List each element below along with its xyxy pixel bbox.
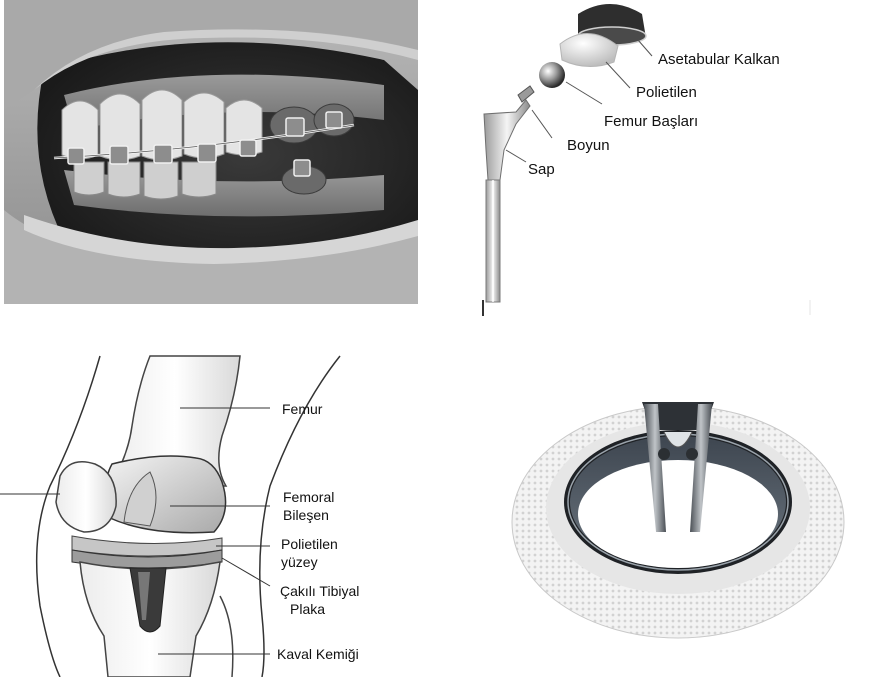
label-tibial-plate-1: Çakılı Tibiyal: [280, 582, 359, 600]
dental-braces-photo: [4, 0, 418, 304]
label-acetabular-shell: Asetabular Kalkan: [658, 51, 780, 69]
label-polyethylene-liner: Polietilen: [636, 84, 697, 102]
label-femoral-component-2: Bileşen: [283, 506, 329, 524]
label-tibia: Kaval Kemiği: [277, 645, 359, 663]
label-polyethylene-surface-2: yüzey: [281, 553, 318, 571]
label-polyethylene-surface-1: Polietilen: [281, 535, 338, 553]
heart-valve-photo: [478, 372, 878, 672]
label-tibial-plate-2: Plaka: [290, 600, 325, 618]
label-neck: Boyun: [567, 137, 610, 155]
label-femoral-component-1: Femoral: [283, 488, 334, 506]
label-femur: Femur: [282, 400, 322, 418]
hip-implant-diagram: Asetabular Kalkan Polietilen Femur Başla…: [470, 0, 878, 318]
knee-implant-diagram: Femur Femoral Bileşen Polietilen yüzey Ç…: [0, 336, 420, 677]
label-stem: Sap: [528, 161, 555, 179]
label-femoral-heads: Femur Başları: [604, 113, 698, 131]
